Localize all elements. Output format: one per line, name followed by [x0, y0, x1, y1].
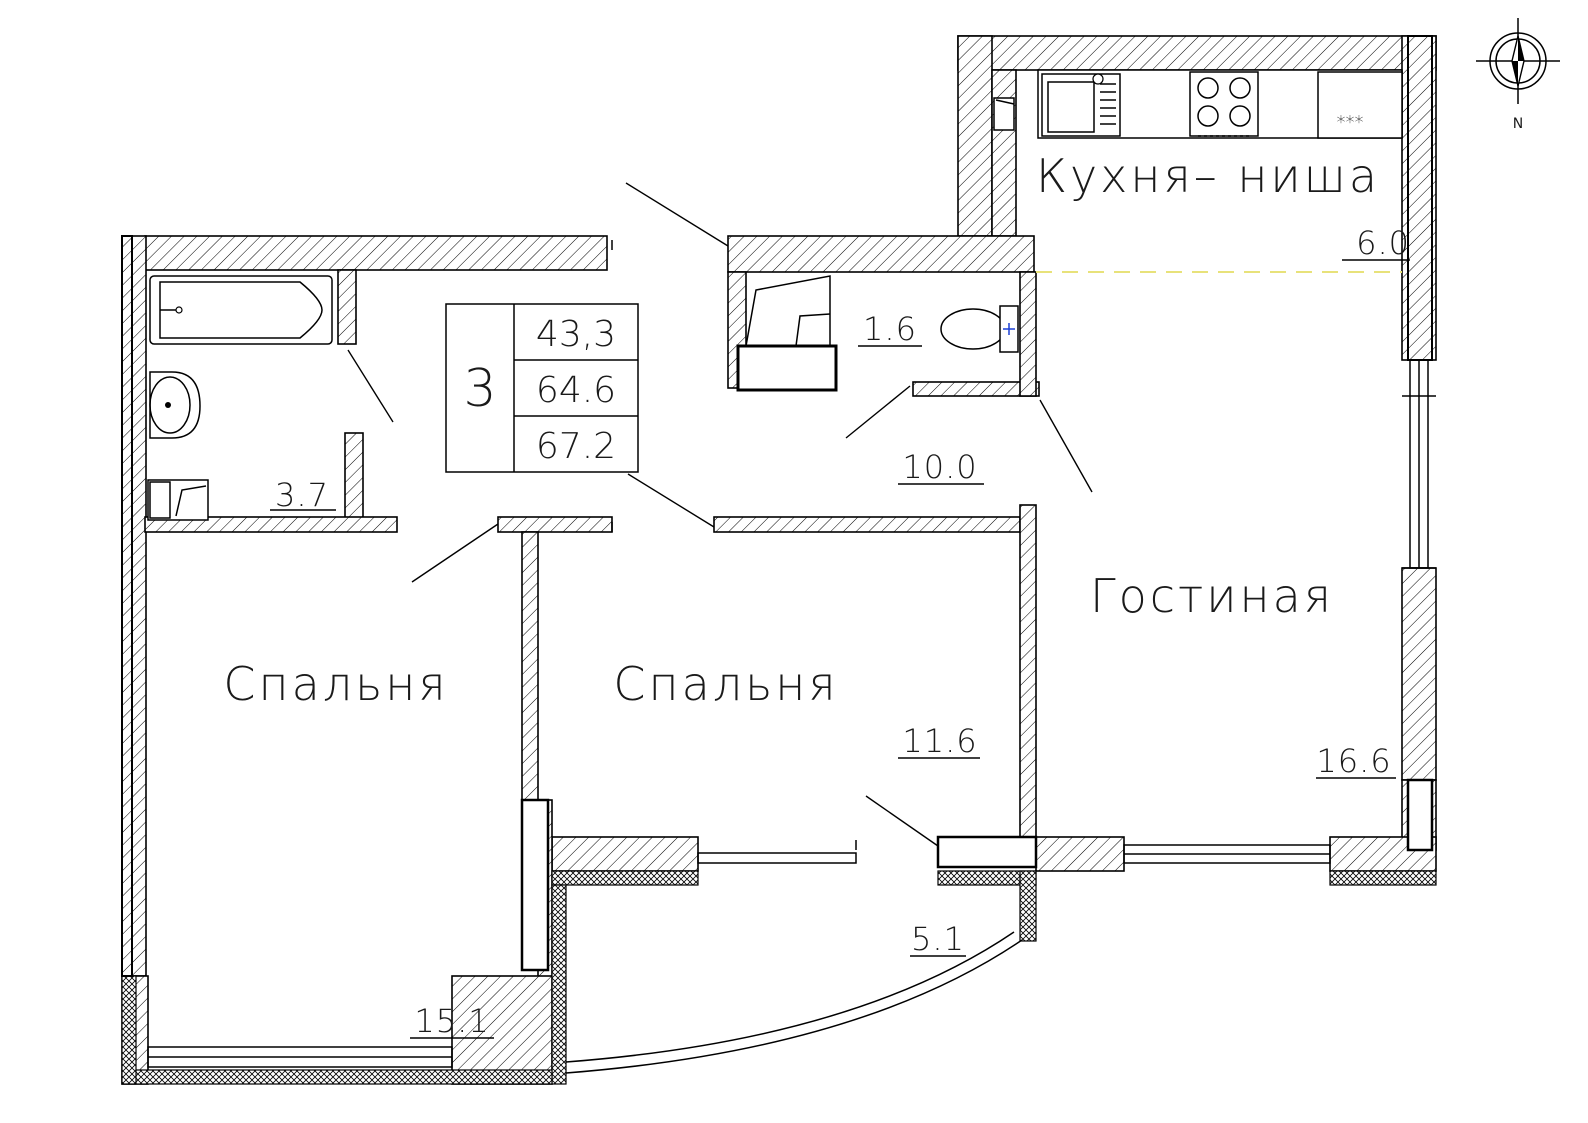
bathtub-icon: [149, 275, 333, 345]
living-area: 16.6: [1316, 742, 1391, 780]
fridge-marks: ***: [1337, 112, 1364, 133]
compass-north-label: N: [1513, 116, 1523, 132]
area-total: 64.6: [536, 370, 616, 411]
apartment-summary-table: 3 43,3 64.6 67.2: [445, 303, 639, 473]
area-living: 43,3: [536, 314, 616, 355]
washbasin-icon: [149, 371, 201, 439]
toilet-icon: [940, 305, 1019, 353]
doors: [347, 182, 1093, 850]
bedroom-2-name: Спальня: [613, 657, 838, 711]
bedroom-1-name: Спальня: [223, 657, 448, 711]
walls: [121, 35, 1437, 1085]
kitchen-sink-icon: [1041, 73, 1121, 137]
compass-icon: N: [1476, 18, 1560, 132]
vent-shaft-icon: [745, 275, 831, 347]
bedroom-2-area: 11.6: [902, 722, 977, 760]
washing-machine-icon: [147, 479, 209, 521]
living-name: Гостиная: [1090, 569, 1334, 623]
bathroom-area: 3.7: [275, 476, 329, 514]
stove-icon: [1189, 71, 1259, 137]
area-total-with-balcony: 67.2: [536, 426, 616, 467]
fridge-icon: ***: [1317, 71, 1403, 139]
balcony-area: 5.1: [911, 920, 965, 958]
windows: [147, 359, 1436, 1074]
wc-area: 1.6: [863, 310, 917, 348]
room-labels: Кухня– ниша 6.0 3.7 1.6 10.0 Гостиная 16…: [223, 149, 1410, 1040]
bedroom-1-area: 15.1: [414, 1002, 489, 1040]
hall-area: 10.0: [902, 448, 977, 486]
kitchen-area: 6.0: [1356, 224, 1410, 262]
kitchen-name: Кухня– ниша: [1036, 149, 1380, 203]
rooms-count: 3: [463, 359, 496, 419]
